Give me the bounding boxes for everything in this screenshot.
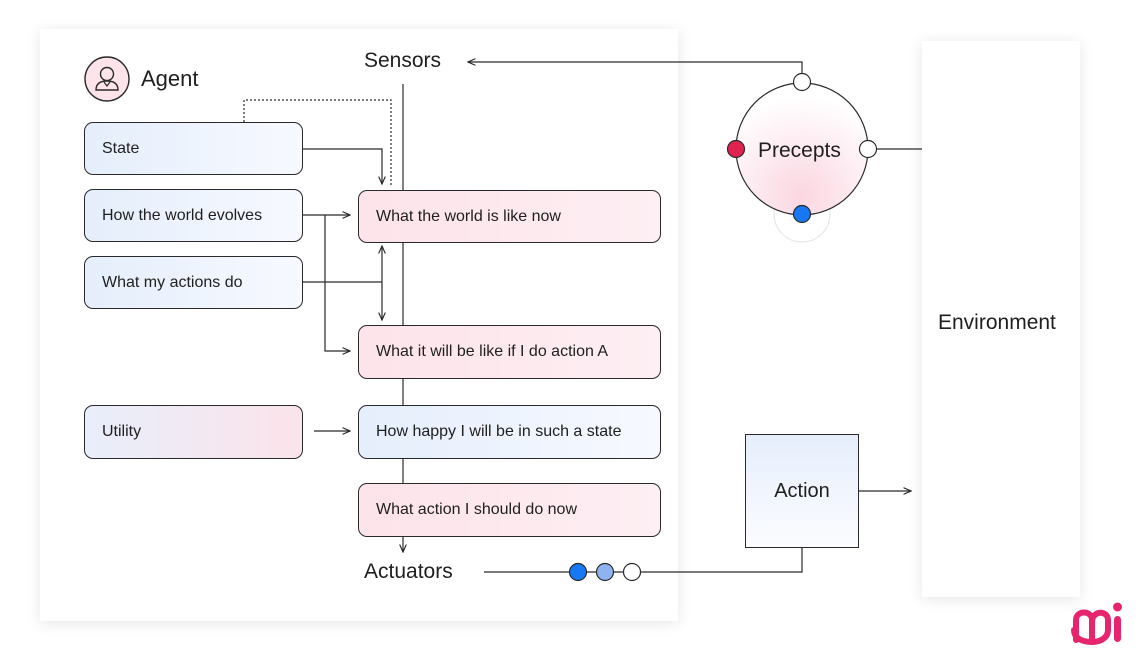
evolves-to-action-a-arrow [324, 215, 350, 351]
state-to-world-arrow [302, 148, 382, 184]
agent-title: Agent [141, 66, 199, 91]
world-evolves-box: How the world evolves [84, 189, 303, 242]
action-box: Action [745, 434, 859, 548]
mi-brand-logo-icon [1071, 602, 1122, 646]
environment-panel [922, 41, 1080, 597]
action-label: Action [774, 479, 830, 502]
environment-label: Environment [938, 311, 1056, 334]
precepts-bottom-port [792, 204, 812, 224]
sensors-label: Sensors [364, 49, 442, 72]
state-feedback-dotted [243, 99, 392, 187]
world-now-box: What the world is like now [358, 190, 661, 243]
actuators-label: Actuators [364, 560, 453, 583]
how-happy-box: How happy I will be in such a state [358, 405, 661, 459]
state-box: State [84, 122, 303, 175]
precepts-left-port [726, 139, 746, 159]
actuator-dot-blue [568, 562, 588, 582]
my-actions-box: What my actions do [84, 256, 303, 309]
precepts-to-sensors-arrow [468, 62, 803, 74]
actuator-dot-white [622, 562, 642, 582]
actuator-dot-light-blue [595, 562, 615, 582]
user-avatar-icon [84, 56, 130, 102]
action-now-box: What action I should do now [358, 483, 661, 537]
if-action-a-box: What it will be like if I do action A [358, 325, 661, 379]
precepts-label: Precepts [758, 139, 841, 162]
precepts-right-port [858, 139, 878, 159]
utility-box: Utility [84, 405, 303, 459]
precepts-top-port [792, 72, 812, 92]
actuators-to-action-line [484, 547, 803, 573]
